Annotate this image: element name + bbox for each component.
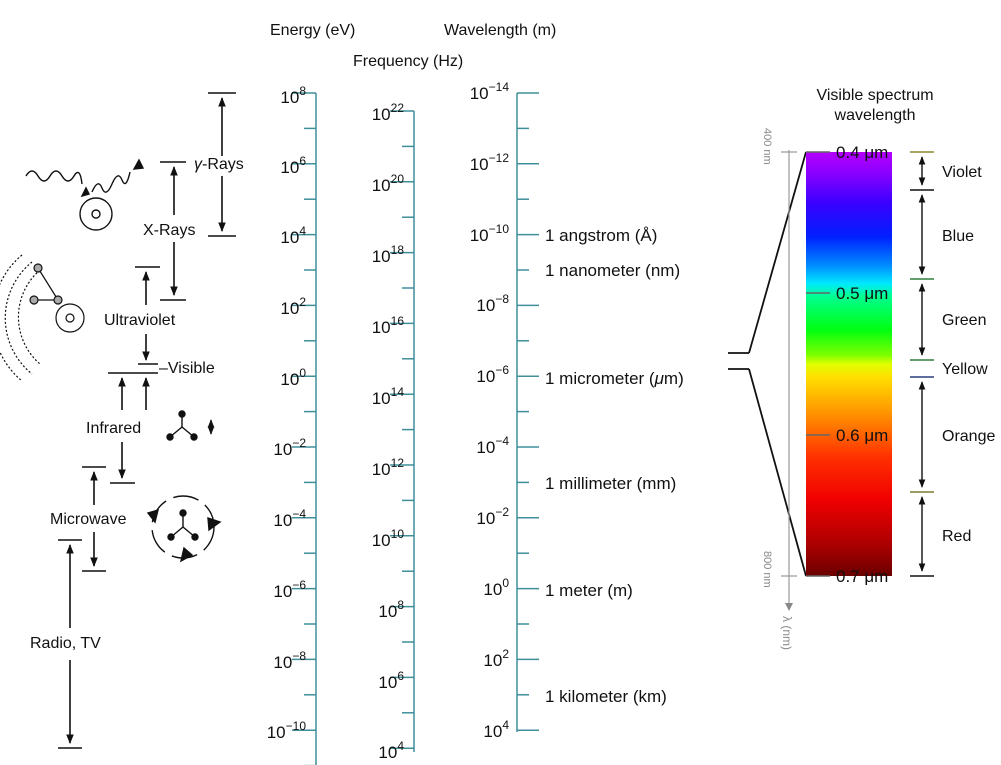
tick-label-0-7: 0.7 μm [836,567,888,586]
svg-text:104: 104 [280,224,306,247]
unit-millimeter: 1 millimeter (mm) [545,474,676,493]
svg-text:108: 108 [378,598,404,621]
svg-text:104: 104 [483,718,509,741]
wavelength-axis: 10−14 10−12 10−10 10−8 10−6 10−4 10−2 10… [470,80,684,741]
header-frequency: Frequency (Hz) [353,53,463,70]
tick-label-0-5: 0.5 μm [836,284,888,303]
unit-angstrom: 1 angstrom (Å) [545,226,657,245]
band-label-blue: Blue [942,228,974,245]
label-ultraviolet: Ultraviolet [104,312,176,329]
svg-text:102: 102 [280,295,306,318]
svg-text:10−6: 10−6 [476,363,509,386]
band-label-red: Red [942,528,971,545]
energy-axis: 108 106 104 102 100 10−2 10−4 10−6 10−8 … [267,84,317,765]
svg-text:10−2: 10−2 [273,436,306,459]
label-radio-tv: Radio, TV [30,635,101,652]
band-label-yellow: Yellow [942,361,988,378]
spectrum-title-line2: wavelength [834,107,916,124]
svg-text:106: 106 [378,669,404,692]
band-label-orange: Orange [942,428,995,445]
band-label-green: Green [942,312,986,329]
label-visible: –Visible [159,360,215,377]
ultraviolet-atom-illustration [0,254,85,382]
svg-text:106: 106 [280,154,306,177]
label-x-rays: X-Rays [143,222,195,239]
frequency-axis: 1022 1020 1018 1016 1014 1012 1010 108 1… [372,101,415,762]
svg-text:10−14: 10−14 [470,80,510,103]
svg-text:104: 104 [378,739,404,762]
svg-text:1022: 1022 [372,101,405,124]
ruler-label-400: 400 nm [761,128,773,165]
svg-text:10−2: 10−2 [476,505,509,528]
unit-meter: 1 meter (m) [545,581,633,600]
svg-text:10−4: 10−4 [273,507,306,530]
svg-text:1020: 1020 [372,172,405,195]
label-microwave: Microwave [50,511,127,528]
ruler-label-800: 800 nm [761,551,773,588]
svg-text:10−6: 10−6 [273,578,306,601]
visible-connector [728,151,807,577]
unit-nanometer: 1 nanometer (nm) [545,261,680,280]
svg-text:10−12: 10−12 [470,151,510,174]
region-brackets [58,92,236,749]
tick-label-0-4: 0.4 μm [836,143,888,162]
ruler: 400 nm 800 nm λ (nm) [761,128,797,650]
unit-kilometer: 1 kilometer (km) [545,687,667,706]
band-label-violet: Violet [942,164,982,181]
svg-text:108: 108 [280,84,306,107]
svg-text:10−8: 10−8 [476,292,509,315]
gamma-atom-illustration [25,158,145,231]
color-band-brackets [910,151,934,577]
svg-text:10−8: 10−8 [273,649,306,672]
spectrum-title-line1: Visible spectrum [816,87,933,104]
infrared-molecule-illustration [166,410,215,441]
tick-label-0-6: 0.6 μm [836,426,888,445]
unit-micrometer: 1 micrometer (μm) [545,369,684,388]
header-wavelength: Wavelength (m) [444,22,556,39]
spectrum-bar [806,152,892,576]
svg-text:102: 102 [483,647,509,670]
frequency-tick-label: 1022 1020 1018 1016 1014 1012 1010 108 1… [372,101,405,762]
svg-text:1012: 1012 [372,456,405,479]
label-infrared: Infrared [86,420,141,437]
svg-text:10−4: 10−4 [476,434,509,457]
header-energy: Energy (eV) [270,22,355,39]
svg-text:10−10: 10−10 [267,719,307,742]
spectrum-ticks [806,151,830,577]
svg-text:1014: 1014 [372,385,405,408]
wavelength-tick-label: 10−14 10−12 10−10 10−8 10−6 10−4 10−2 10… [470,80,510,741]
svg-text:1018: 1018 [372,243,405,266]
svg-text:100: 100 [280,366,306,389]
ruler-axis-label: λ (nm) [780,616,794,650]
svg-text:10−10: 10−10 [470,222,510,245]
svg-text:1010: 1010 [372,527,405,550]
microwave-molecule-illustration [146,495,222,563]
svg-text:100: 100 [483,576,509,599]
label-gamma-rays: γ-Rays [194,156,244,173]
energy-tick-label: 108 106 104 102 100 10−2 10−4 10−6 10−8 … [267,84,307,742]
svg-text:1016: 1016 [372,314,405,337]
